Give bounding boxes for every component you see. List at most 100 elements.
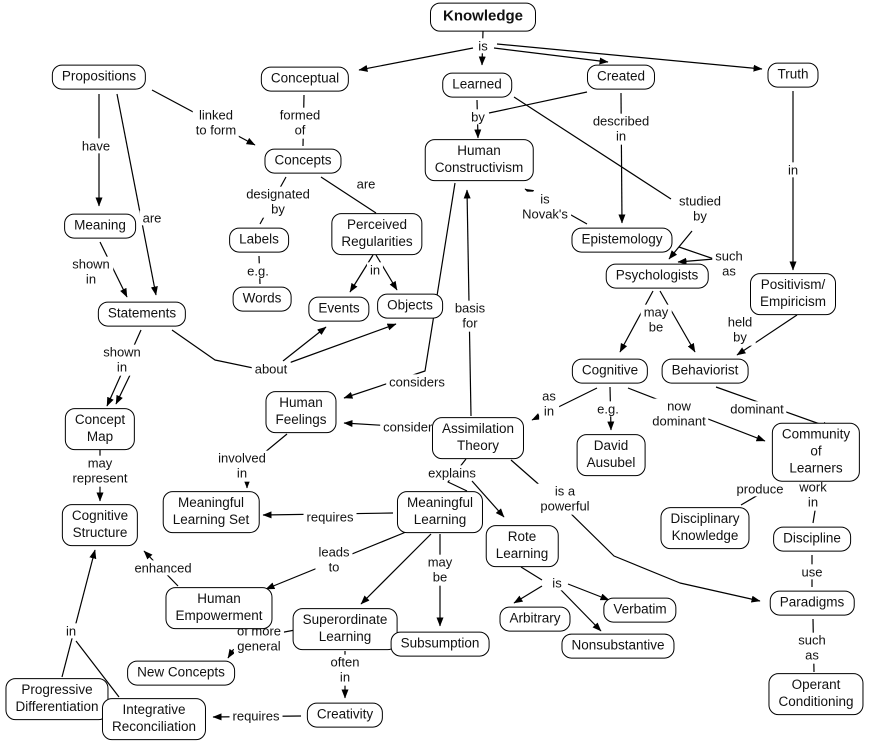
concept-node-behaviorist[interactable]: Behaviorist xyxy=(661,358,749,384)
concept-node-disciplinary-knowledge[interactable]: Disciplinary Knowledge xyxy=(660,507,750,549)
edge-learned-to-psychologists xyxy=(513,96,672,200)
link-label-about: about xyxy=(251,361,291,377)
edge-meaning-to-statements xyxy=(99,241,128,298)
edge-psychologists-to-behaviorist xyxy=(659,290,696,353)
concept-node-meaning[interactable]: Meaning xyxy=(64,213,136,239)
link-label-studied-by: studied by xyxy=(676,193,724,225)
edge-epistemology-to-psychologists xyxy=(677,246,715,265)
edge-perceived-regularities-to-objects xyxy=(375,254,398,291)
link-label-by: by xyxy=(468,109,488,125)
edge-concepts-to-perceived-regularities xyxy=(320,176,377,214)
edge-rote-learning-to-nonsubstantive xyxy=(559,588,602,632)
concept-node-community-of-learners[interactable]: Community of Learners xyxy=(771,422,861,482)
concept-node-created[interactable]: Created xyxy=(586,64,656,90)
link-label-in-pr: in xyxy=(366,262,384,278)
concept-node-nonsubstantive[interactable]: Nonsubstantive xyxy=(561,633,675,659)
edge-rote-learning-to-verbatim xyxy=(567,583,610,601)
concept-node-epistemology[interactable]: Epistemology xyxy=(571,227,673,253)
concept-node-david-ausubel[interactable]: David Ausubel xyxy=(576,434,646,476)
link-label-requires-2: requires xyxy=(229,708,283,724)
concept-node-operant-conditioning[interactable]: Operant Conditioning xyxy=(768,673,864,715)
link-label-formed-of: formed of xyxy=(276,107,324,139)
link-label-in-truth: in xyxy=(784,162,802,178)
concept-node-cognitive-structure[interactable]: Cognitive Structure xyxy=(61,504,139,546)
link-label-are-1: are xyxy=(139,210,165,226)
edge-knowledge-to-conceptual xyxy=(358,47,474,72)
concept-node-creativity[interactable]: Creativity xyxy=(306,702,384,728)
link-label-held-by: held by xyxy=(724,314,756,346)
link-label-may-represent: may represent xyxy=(69,455,131,487)
link-label-eg-1: e.g. xyxy=(244,263,272,279)
link-label-in-2: in xyxy=(62,623,80,639)
link-label-such-as-2: such as xyxy=(795,632,829,664)
edge-learned-to-psychologists xyxy=(668,230,693,260)
link-label-use: use xyxy=(798,564,826,580)
link-label-eg-2: e.g. xyxy=(594,401,622,417)
concept-node-subsumption[interactable]: Subsumption xyxy=(390,631,490,657)
concept-node-meaningful-learning-set[interactable]: Meaningful Learning Set xyxy=(162,491,260,533)
concept-node-events[interactable]: Events xyxy=(308,296,370,322)
concept-node-statements[interactable]: Statements xyxy=(97,301,187,327)
edge-statements-to-events xyxy=(282,326,327,362)
edge-progressive-differentiation-to-cognitive-structure xyxy=(61,549,97,678)
edge-human-constructivism-to-human-feelings xyxy=(343,182,456,399)
edge-statements-to-objects xyxy=(285,323,397,365)
concept-node-discipline[interactable]: Discipline xyxy=(773,526,851,552)
link-label-is-2: is xyxy=(549,575,565,591)
concept-node-learned[interactable]: Learned xyxy=(442,72,512,98)
link-label-is-a-powerful: is a powerful xyxy=(537,483,593,515)
link-label-requires-1: requires xyxy=(303,509,357,525)
concept-node-truth[interactable]: Truth xyxy=(767,62,819,88)
link-label-enhanced: enhanced xyxy=(131,560,195,576)
link-label-leads-to: leads to xyxy=(315,544,353,576)
link-label-linked-to-form: linked to form xyxy=(192,107,240,139)
link-label-dominant: dominant xyxy=(727,401,787,417)
concept-node-propositions[interactable]: Propositions xyxy=(51,64,147,90)
link-label-work-in: work in xyxy=(796,479,830,511)
concept-node-concepts[interactable]: Concepts xyxy=(264,148,342,174)
concept-node-perceived-regularities[interactable]: Perceived Regularities xyxy=(331,213,423,255)
concept-node-paradigms[interactable]: Paradigms xyxy=(769,590,855,616)
concept-node-verbatim[interactable]: Verbatim xyxy=(603,597,677,623)
concept-node-concept-map[interactable]: Concept Map xyxy=(64,408,136,450)
edge-integrative-reconciliation-to-cognitive-structure xyxy=(75,640,120,698)
concept-node-human-feelings[interactable]: Human Feelings xyxy=(265,391,337,433)
concept-node-rote-learning[interactable]: Rote Learning xyxy=(485,525,559,567)
edge-created-to-epistemology xyxy=(618,92,626,224)
edge-knowledge-to-truth xyxy=(496,43,763,72)
edge-meaningful-learning-to-superordinate-learning xyxy=(360,533,432,605)
concept-node-arbitrary[interactable]: Arbitrary xyxy=(499,606,571,632)
concept-node-labels[interactable]: Labels xyxy=(229,227,289,253)
edge-rote-learning-to-arbitrary xyxy=(513,585,543,604)
edge-psychologists-to-cognitive xyxy=(619,290,654,353)
concept-node-positivism-empiricism[interactable]: Positivism/ Empiricism xyxy=(750,273,836,315)
concept-node-progressive-differentiation[interactable]: Progressive Differentiation xyxy=(5,678,109,720)
edge-assimilation-theory-to-rote-learning xyxy=(471,480,505,518)
link-label-produce: produce xyxy=(733,481,787,497)
concept-node-cognitive[interactable]: Cognitive xyxy=(571,358,649,384)
edge-rote-learning-to-arbitrary xyxy=(520,566,543,581)
link-label-as-in: as in xyxy=(539,388,559,420)
link-label-may-be-2: may be xyxy=(424,554,456,586)
concept-node-human-empowerment[interactable]: Human Empowerment xyxy=(165,587,273,629)
link-label-involved-in: involved in xyxy=(215,450,269,482)
concept-node-psychologists[interactable]: Psychologists xyxy=(605,263,709,289)
concept-node-human-constructivism[interactable]: Human Constructivism xyxy=(424,139,534,181)
concept-node-objects[interactable]: Objects xyxy=(377,293,443,319)
concept-node-assimilation-theory[interactable]: Assimilation Theory xyxy=(431,417,525,459)
concept-node-conceptual[interactable]: Conceptual xyxy=(260,66,350,92)
concept-node-new-concepts[interactable]: New Concepts xyxy=(127,660,235,686)
link-label-such-as-1: such as xyxy=(712,248,746,280)
concept-node-words[interactable]: Words xyxy=(232,286,292,312)
link-label-is-novaks: is Novak's xyxy=(519,191,571,223)
link-label-explains: explains xyxy=(425,465,479,481)
link-label-shown-in-2: shown in xyxy=(100,344,144,376)
concept-node-integrative-reconciliation[interactable]: Integrative Reconciliation xyxy=(101,698,207,740)
link-label-are-2: are xyxy=(353,176,379,192)
concept-node-knowledge[interactable]: Knowledge xyxy=(429,2,537,32)
edge-statements-to-events xyxy=(171,329,259,370)
link-label-designated-by: designated by xyxy=(243,186,313,218)
concept-node-meaningful-learning[interactable]: Meaningful Learning xyxy=(396,491,484,533)
concept-node-superordinate-learning[interactable]: Superordinate Learning xyxy=(292,608,398,650)
